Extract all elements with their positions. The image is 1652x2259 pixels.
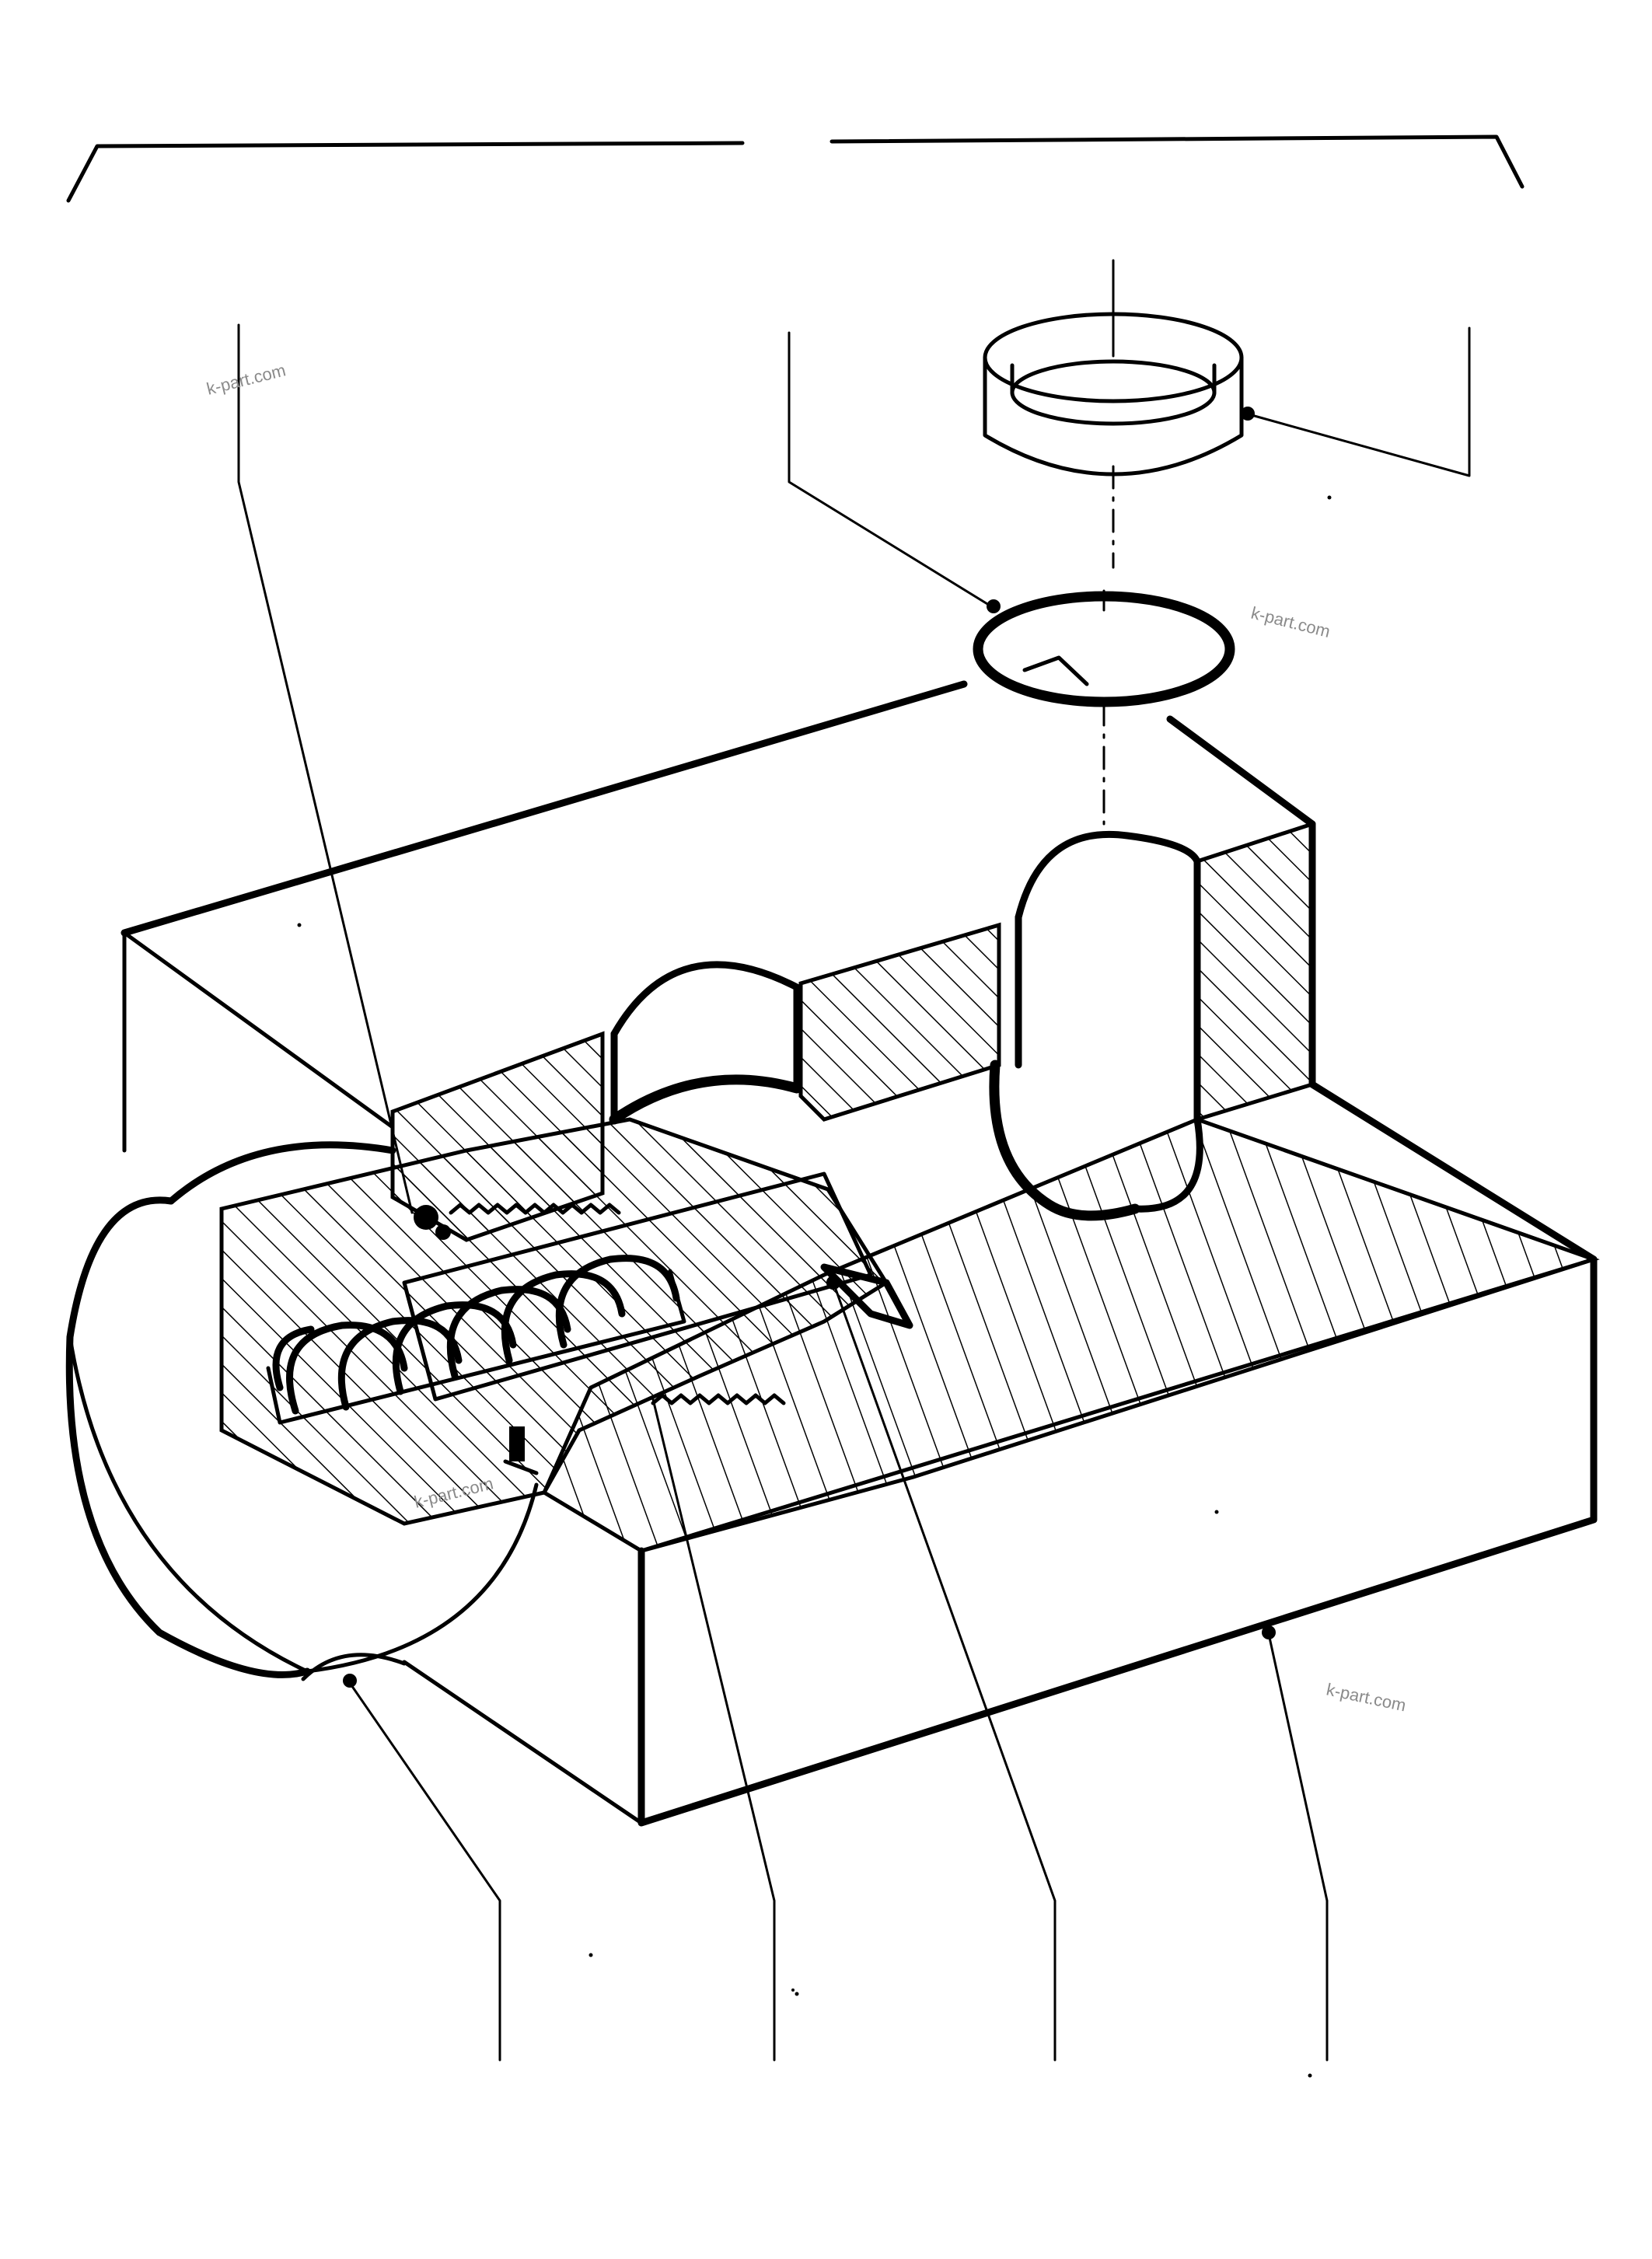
leader-backup-ring	[1250, 326, 1471, 477]
leader-o-ring	[788, 331, 993, 608]
watermark: k-part.com	[1249, 603, 1332, 641]
spring-coils	[266, 1255, 686, 1425]
cavity-section-hatch	[219, 1117, 889, 1526]
plug-cap	[65, 1141, 539, 1681]
leader-valve-seal	[237, 323, 414, 1214]
poppet	[820, 1263, 913, 1329]
valve-body	[120, 680, 1600, 1827]
backup-ring	[983, 259, 1244, 569]
leader-poppet	[832, 1281, 1057, 2062]
leader-relief-valve-cartridge	[651, 1398, 776, 2062]
group-bracket	[66, 134, 1525, 203]
watermark: k-part.com	[1325, 1679, 1408, 1715]
watermark: k-part.com	[204, 360, 288, 398]
o-ring	[973, 589, 1235, 826]
leader-plug-cap	[348, 1681, 501, 2062]
relief-valve-cartridge	[266, 1171, 873, 1475]
scan-specks	[297, 495, 1332, 2078]
leader-valve-body	[1267, 1632, 1329, 2062]
